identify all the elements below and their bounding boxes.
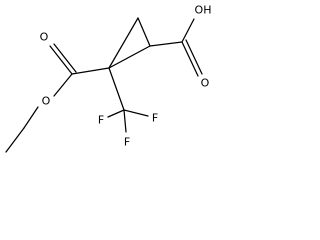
cyclopropane-ring [108,17,151,69]
bond-ester-double-a [49,45,73,75]
bond-acid-carbon-to-oh [181,18,195,43]
bond-cf3-to-f-left [107,109,125,118]
bond-acid-double-a [181,41,199,77]
bond-cf3-to-f-bottom [123,109,127,133]
bond-ring-to-acid-carbon [149,41,183,47]
carboxylic-acid-group: OH O [149,4,212,90]
bond-cf3-to-f-right [123,109,149,117]
fluorine-bottom-label: F [124,136,130,149]
ring-bond-quaternary-to-top [108,17,139,69]
trifluoromethyl-group: F F F [98,67,158,149]
bond-ch2-to-ch3 [5,127,25,153]
bond-acid-double-b [185,39,203,75]
acid-carbonyl-oxygen-label: O [201,77,210,90]
acid-hydroxyl-label: OH [195,4,212,17]
ring-bond-top-to-acid-carbon [137,17,151,47]
ester-carbonyl-oxygen-label: O [40,31,49,44]
fluorine-right-label: F [152,112,158,125]
molecule-structure-diagram: OH O O O F F F [5,4,212,153]
bond-quaternary-to-cf3 [108,67,125,111]
bond-ester-carbon-to-ether-oxygen [53,73,73,97]
bond-ether-oxygen-to-ch2 [23,106,39,129]
bond-ester-double-b [53,43,77,73]
ester-ether-oxygen-label: O [42,95,51,108]
ring-bond-acid-carbon-to-quaternary [108,45,151,69]
ethyl-ester-group: O O [5,31,110,153]
bond-quaternary-to-ester-carbon [71,67,110,75]
fluorine-left-label: F [98,114,104,127]
